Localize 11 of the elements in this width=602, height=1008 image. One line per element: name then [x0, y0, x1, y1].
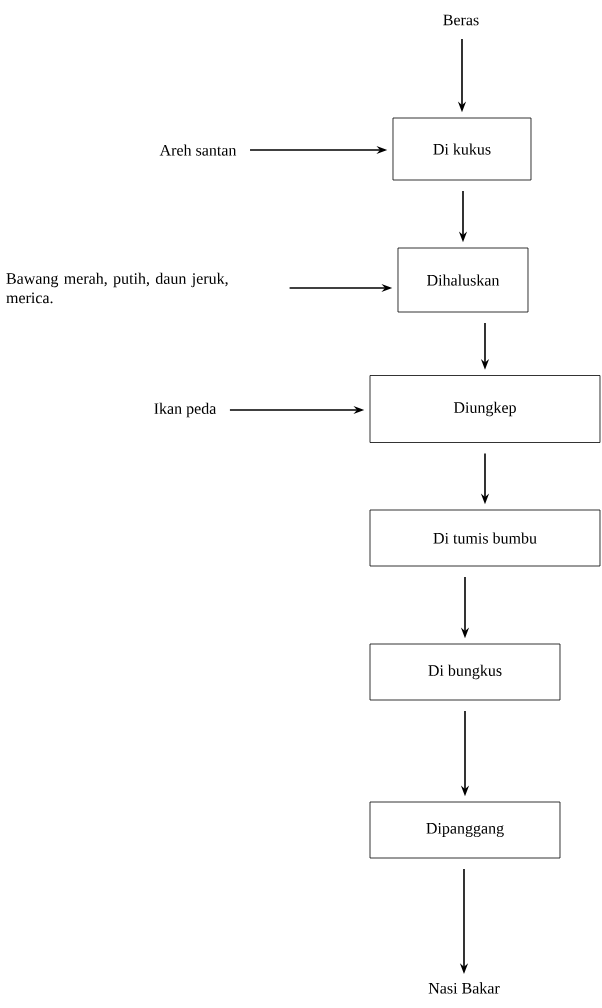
process-box: Di tumis bumbu — [369, 509, 601, 567]
input-label: Beras — [443, 14, 479, 26]
process-box: Dihaluskan — [397, 247, 529, 313]
process-box: Di kukus — [392, 117, 532, 181]
input-label: Ikan peda — [154, 402, 217, 418]
input-label: Nasi Bakar — [428, 982, 500, 994]
input-label: Bawang merah, putih, daun jeruk, merica. — [6, 272, 228, 304]
process-box: Di bungkus — [369, 643, 561, 701]
process-box: Diungkep — [369, 375, 601, 443]
process-box: Dipanggang — [369, 801, 561, 859]
input-label: Areh santan — [159, 144, 237, 156]
